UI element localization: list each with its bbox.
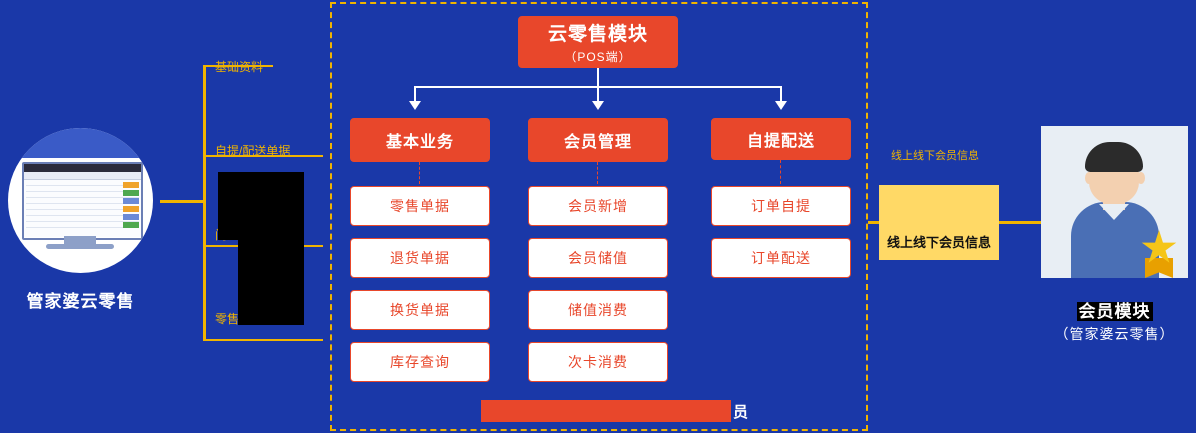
left-label-0: 基础资料 <box>215 60 264 74</box>
member-info-box-label: 线上线下会员信息 <box>886 235 991 250</box>
left-label-1: 自提/配送单据 <box>215 144 291 158</box>
pos-module-container <box>330 2 868 431</box>
column-2-item-3[interactable]: 次卡消费 <box>528 342 668 382</box>
yellow-box-top-label: 线上线下会员信息 <box>891 150 979 162</box>
right-panel-caption-main-text: 会员模块 <box>1076 302 1153 321</box>
desktop-monitor-icon <box>8 128 153 273</box>
column-1-item-1[interactable]: 退货单据 <box>350 238 490 278</box>
drop-col-1 <box>414 86 416 102</box>
column-2-item-2[interactable]: 储值消费 <box>528 290 668 330</box>
screen-menubar <box>24 172 141 180</box>
avatar-ear-left <box>1085 172 1093 184</box>
left-panel-caption: 管家婆云零售 <box>26 292 135 311</box>
column-1-header[interactable]: 基本业务 <box>350 118 490 162</box>
monitor-base <box>46 244 114 249</box>
monitor-to-bracket-connector <box>160 200 205 203</box>
member-info-box[interactable]: 线上线下会员信息 <box>879 185 999 260</box>
bottom-note-text: 员 <box>733 404 749 421</box>
column-3-dash-connector <box>780 160 781 184</box>
screen-side-buttons <box>123 182 139 230</box>
column-3-header[interactable]: 自提配送 <box>711 118 851 160</box>
root-node-title: 云零售模块 <box>547 24 648 45</box>
monitor-stand <box>64 236 96 244</box>
dashed-to-yellow-connector <box>868 221 880 224</box>
member-avatar-icon <box>1041 126 1188 278</box>
drop-col-3 <box>780 86 782 102</box>
column-2-header[interactable]: 会员管理 <box>528 118 668 162</box>
right-panel-caption-main: 会员模块 <box>1041 297 1188 322</box>
right-panel-caption-sub: （管家婆云零售） <box>1054 326 1175 342</box>
avatar-hair <box>1085 142 1143 172</box>
left-bracket-arm-2 <box>203 155 323 157</box>
left-bracket-arm-4 <box>203 339 323 341</box>
column-3-item-1[interactable]: 订单配送 <box>711 238 851 278</box>
left-bracket-arm-1 <box>203 65 273 67</box>
column-3-item-0[interactable]: 订单自提 <box>711 186 851 226</box>
column-2-dash-connector <box>597 162 598 184</box>
arrow-col-3 <box>775 101 787 110</box>
column-1-item-3[interactable]: 库存查询 <box>350 342 490 382</box>
arrow-col-1 <box>409 101 421 110</box>
column-1-dash-connector <box>419 162 420 184</box>
column-2-item-0[interactable]: 会员新增 <box>528 186 668 226</box>
screen-body <box>24 180 141 237</box>
star-badge-ribbon-icon <box>1145 258 1173 278</box>
root-node-cloud-retail-module[interactable]: 云零售模块 （POS端） <box>518 16 678 68</box>
drop-col-2 <box>597 86 599 102</box>
redacted-block-2 <box>238 240 304 325</box>
bottom-note-bar <box>481 400 731 422</box>
arrow-col-2 <box>592 101 604 110</box>
root-node-subtitle: （POS端） <box>564 50 632 64</box>
yellow-to-avatar-connector <box>999 221 1041 224</box>
screen-titlebar <box>24 164 141 172</box>
left-bracket-spine <box>203 65 206 341</box>
column-1-item-0[interactable]: 零售单据 <box>350 186 490 226</box>
monitor-band <box>8 128 153 158</box>
root-stem <box>597 68 599 86</box>
monitor-screen <box>22 162 143 240</box>
column-1-item-2[interactable]: 换货单据 <box>350 290 490 330</box>
avatar-ear-right <box>1137 172 1145 184</box>
redacted-block-1 <box>218 172 304 240</box>
column-2-item-1[interactable]: 会员储值 <box>528 238 668 278</box>
